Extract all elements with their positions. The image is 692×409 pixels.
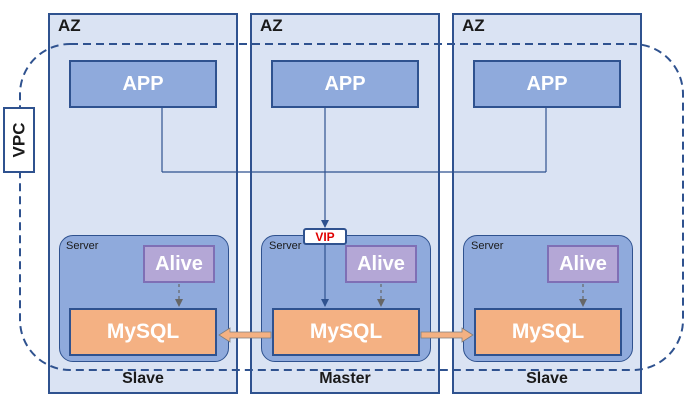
vpc-label-box: VPC bbox=[3, 107, 35, 173]
app-box-1: APP bbox=[69, 60, 217, 108]
replication-arrow-right bbox=[420, 327, 474, 343]
alive-to-mysql-arrows bbox=[175, 284, 587, 307]
mysql-box-1: MySQL bbox=[69, 308, 217, 356]
az-role-3: Slave bbox=[526, 370, 568, 387]
alive-box-3: Alive bbox=[547, 245, 619, 283]
server-label-1: Server bbox=[66, 240, 99, 252]
az-label-2: AZ bbox=[260, 16, 283, 35]
az-role-2: Master bbox=[319, 370, 371, 387]
vpc-boundary bbox=[19, 43, 684, 371]
alive-box-1: Alive bbox=[143, 245, 215, 283]
az-label-1: AZ bbox=[58, 16, 81, 35]
app-box-3: APP bbox=[473, 60, 621, 108]
az-role-1: Slave bbox=[122, 370, 164, 387]
server-label-2: Server bbox=[269, 240, 302, 252]
mysql-box-2: MySQL bbox=[272, 308, 420, 356]
server-label-3: Server bbox=[471, 240, 504, 252]
alive-box-2: Alive bbox=[345, 245, 417, 283]
az-label-3: AZ bbox=[462, 16, 485, 35]
replication-arrow-left bbox=[218, 327, 272, 343]
mysql-box-3: MySQL bbox=[474, 308, 622, 356]
vpc-label: VPC bbox=[9, 122, 28, 158]
app-box-2: APP bbox=[271, 60, 419, 108]
vip-badge: VIP bbox=[303, 228, 347, 245]
app-to-vip-connectors bbox=[161, 108, 547, 228]
